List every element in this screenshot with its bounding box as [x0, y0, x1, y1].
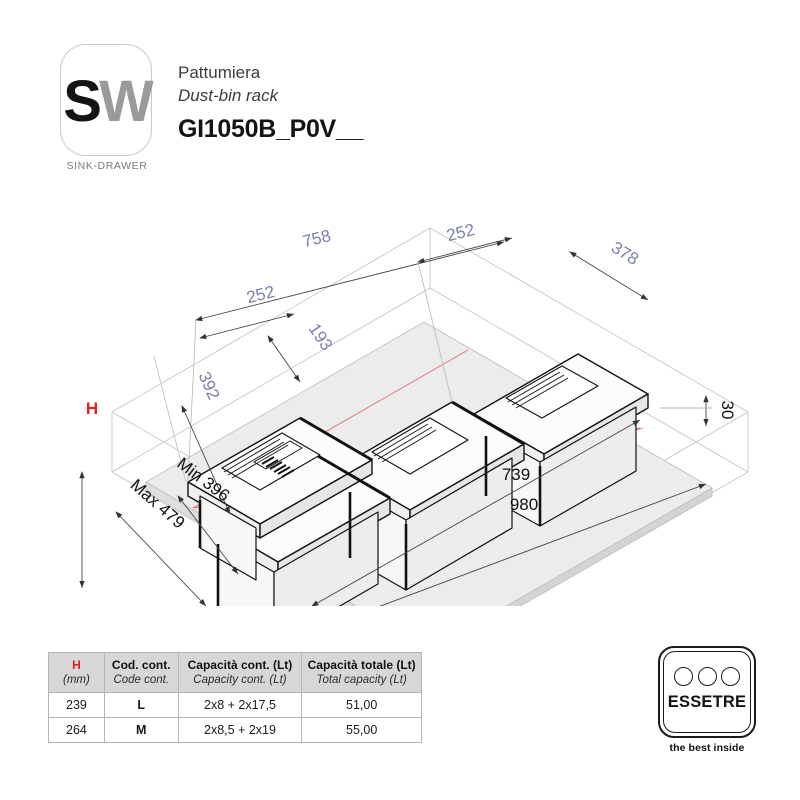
- essetre-name: ESSETRE: [667, 693, 747, 711]
- cell-capacity: 2x8,5 + 2x19: [177, 717, 303, 743]
- table-row: 264 M 2x8,5 + 2x19 55,00: [48, 717, 422, 743]
- header-total-line2: Total capacity (Lt): [316, 673, 407, 686]
- table-row: 239 L 2x8 + 2x17,5 51,00: [48, 692, 422, 718]
- dim-980: 980: [510, 495, 538, 514]
- dimension-lines: [79, 237, 712, 606]
- cell-h: 264: [48, 717, 105, 743]
- header-code-line2: Code cont.: [113, 673, 170, 686]
- header-cell-capacity: Capacità cont. (Lt) Capacity cont. (Lt): [177, 652, 303, 693]
- cell-capacity: 2x8 + 2x17,5: [177, 692, 303, 718]
- header-total-line1: Capacità totale (Lt): [307, 657, 416, 672]
- cell-h: 239: [48, 692, 105, 718]
- table-body: 239 L 2x8 + 2x17,5 51,00 264 M 2x8,5 + 2…: [48, 692, 422, 743]
- specification-table: H (mm) Cod. cont. Code cont. Capacità co…: [48, 652, 422, 743]
- table-header-row: H (mm) Cod. cont. Code cont. Capacità co…: [48, 652, 422, 693]
- cell-total: 55,00: [301, 717, 422, 743]
- logo-subtitle: SINK-DRAWER: [66, 160, 148, 172]
- cell-total: 51,00: [301, 692, 422, 718]
- logo-letter-w: W: [98, 69, 154, 134]
- product-title-it: Pattumiera: [178, 63, 261, 82]
- technical-drawing: 758 252 252 193 378 392 H Min 396 Max 47…: [0, 196, 800, 606]
- essetre-outer-frame: [658, 646, 756, 738]
- dim-392: 392: [195, 369, 224, 403]
- header-code-line1: Cod. cont.: [111, 657, 171, 672]
- dim-378: 378: [608, 238, 642, 269]
- essetre-logo: ESSETRE the best inside: [648, 646, 766, 758]
- dim-193: 193: [305, 320, 337, 354]
- header-capacity-line2: Capacity cont. (Lt): [193, 673, 287, 686]
- drawing-svg: 758 252 252 193 378 392 H Min 396 Max 47…: [79, 220, 749, 606]
- dim-252-left: 252: [245, 282, 277, 307]
- header-capacity-line1: Capacità cont. (Lt): [187, 657, 293, 672]
- essetre-inner-frame: [663, 651, 751, 733]
- header-cell-total: Capacità totale (Lt) Total capacity (Lt): [301, 652, 422, 693]
- header-titles: Pattumiera Dust-bin rack GI1050B_P0V__: [178, 62, 363, 144]
- circle-icon: [697, 666, 717, 686]
- ventilation-grate: [261, 456, 295, 478]
- table-head: H (mm) Cod. cont. Code cont. Capacità co…: [48, 652, 422, 693]
- header-h-line2: (mm): [63, 673, 90, 686]
- circle-icon: [721, 666, 740, 686]
- dim-758: 758: [301, 226, 333, 251]
- essetre-tagline: the best inside: [669, 742, 745, 754]
- header-h-line1: H: [72, 657, 81, 672]
- dim-30: 30: [718, 401, 737, 420]
- logo-letter-s: S: [63, 69, 102, 134]
- product-title-en: Dust-bin rack: [178, 86, 279, 105]
- cell-code: L: [103, 692, 179, 718]
- dim-H: H: [86, 399, 98, 418]
- cell-code: M: [103, 717, 179, 743]
- essetre-dots: [674, 666, 740, 686]
- header-cell-code: Cod. cont. Code cont.: [103, 652, 179, 693]
- logo-rounded-frame: [60, 44, 152, 156]
- dim-739: 739: [502, 465, 530, 484]
- page-header: SW SINK-DRAWER Pattumiera Dust-bin rack …: [0, 0, 800, 200]
- sink-drawer-logo: SW SINK-DRAWER: [48, 44, 166, 180]
- logo-sw-letters: SW: [48, 72, 166, 132]
- dim-252-right: 252: [445, 220, 477, 245]
- product-code: GI1050B_P0V__: [178, 115, 364, 143]
- circle-icon: [674, 666, 693, 686]
- header-cell-h: H (mm): [48, 652, 105, 693]
